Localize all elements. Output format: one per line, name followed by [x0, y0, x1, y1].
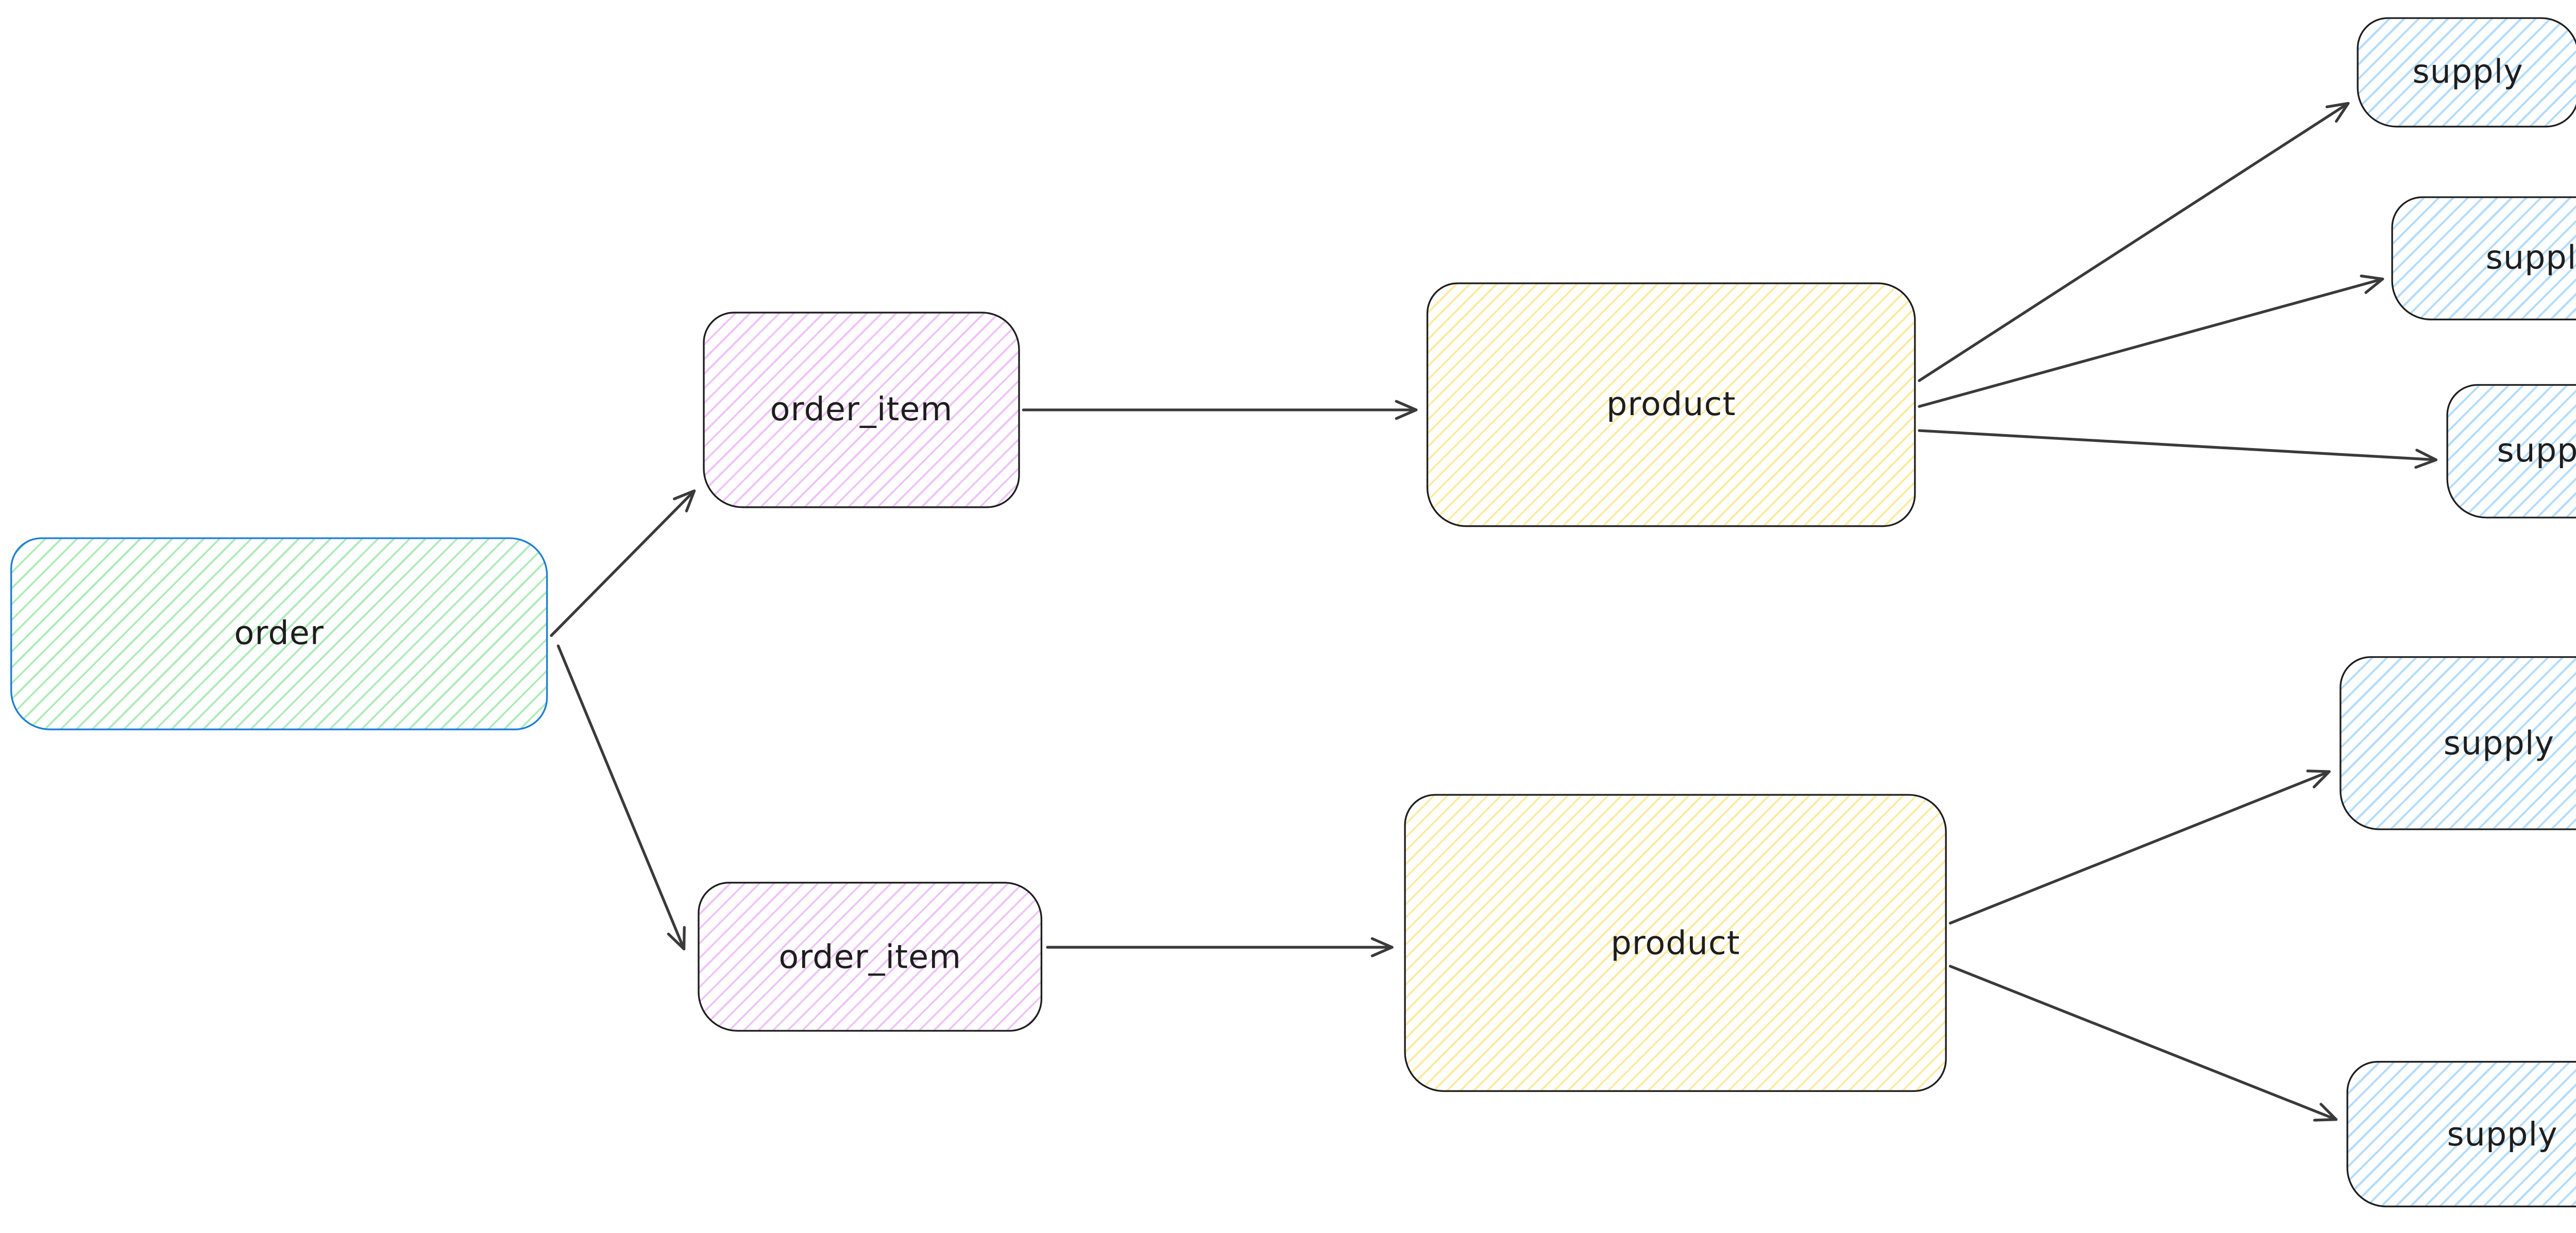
- node-order-item-bottom[interactable]: order_item: [698, 882, 1043, 1032]
- arrow-order-to-order-item-top[interactable]: [550, 489, 696, 637]
- node-order-label: order: [234, 614, 324, 653]
- node-supply-3[interactable]: supply: [2446, 384, 2576, 519]
- node-supply-3-label: supply: [2497, 432, 2576, 470]
- arrow-product-bottom-to-supply-5[interactable]: [1948, 965, 2338, 1122]
- arrow-product-bottom...[interactable]: [1918, 429, 2438, 469]
- node-supply-4[interactable]: supply: [2340, 656, 2576, 830]
- node-order-item-top-label: order_item: [770, 391, 953, 429]
- arrow-product-bottom-to-supply-4[interactable]: [1948, 769, 2331, 925]
- node-order-item-bottom-label: order_item: [778, 937, 962, 976]
- node-product-bottom[interactable]: product: [1404, 794, 1947, 1092]
- node-supply-2-label: supply: [2485, 239, 2576, 278]
- node-supply-1[interactable]: supply: [2357, 17, 2576, 128]
- node-supply-1-label: supply: [2412, 53, 2523, 92]
- node-order[interactable]: order: [10, 537, 548, 730]
- node-supply-4-label: supply: [2443, 724, 2555, 762]
- node-product-bottom-label: product: [1611, 924, 1740, 962]
- arrow-product-top-to-supply-2[interactable]: [1918, 275, 2384, 408]
- node-supply-5[interactable]: supply: [2346, 1060, 2576, 1208]
- node-product-top-label: product: [1606, 386, 1736, 424]
- node-order-item-top[interactable]: order_item: [703, 312, 1020, 508]
- node-product-top[interactable]: product: [1426, 282, 1916, 527]
- arrow-product-top-to-supply-1[interactable]: [1918, 101, 2350, 382]
- node-supply-2[interactable]: supply: [2391, 196, 2576, 320]
- arrow-order-to-order-item-bottom[interactable]: [556, 644, 686, 951]
- node-supply-5-label: supply: [2447, 1115, 2558, 1153]
